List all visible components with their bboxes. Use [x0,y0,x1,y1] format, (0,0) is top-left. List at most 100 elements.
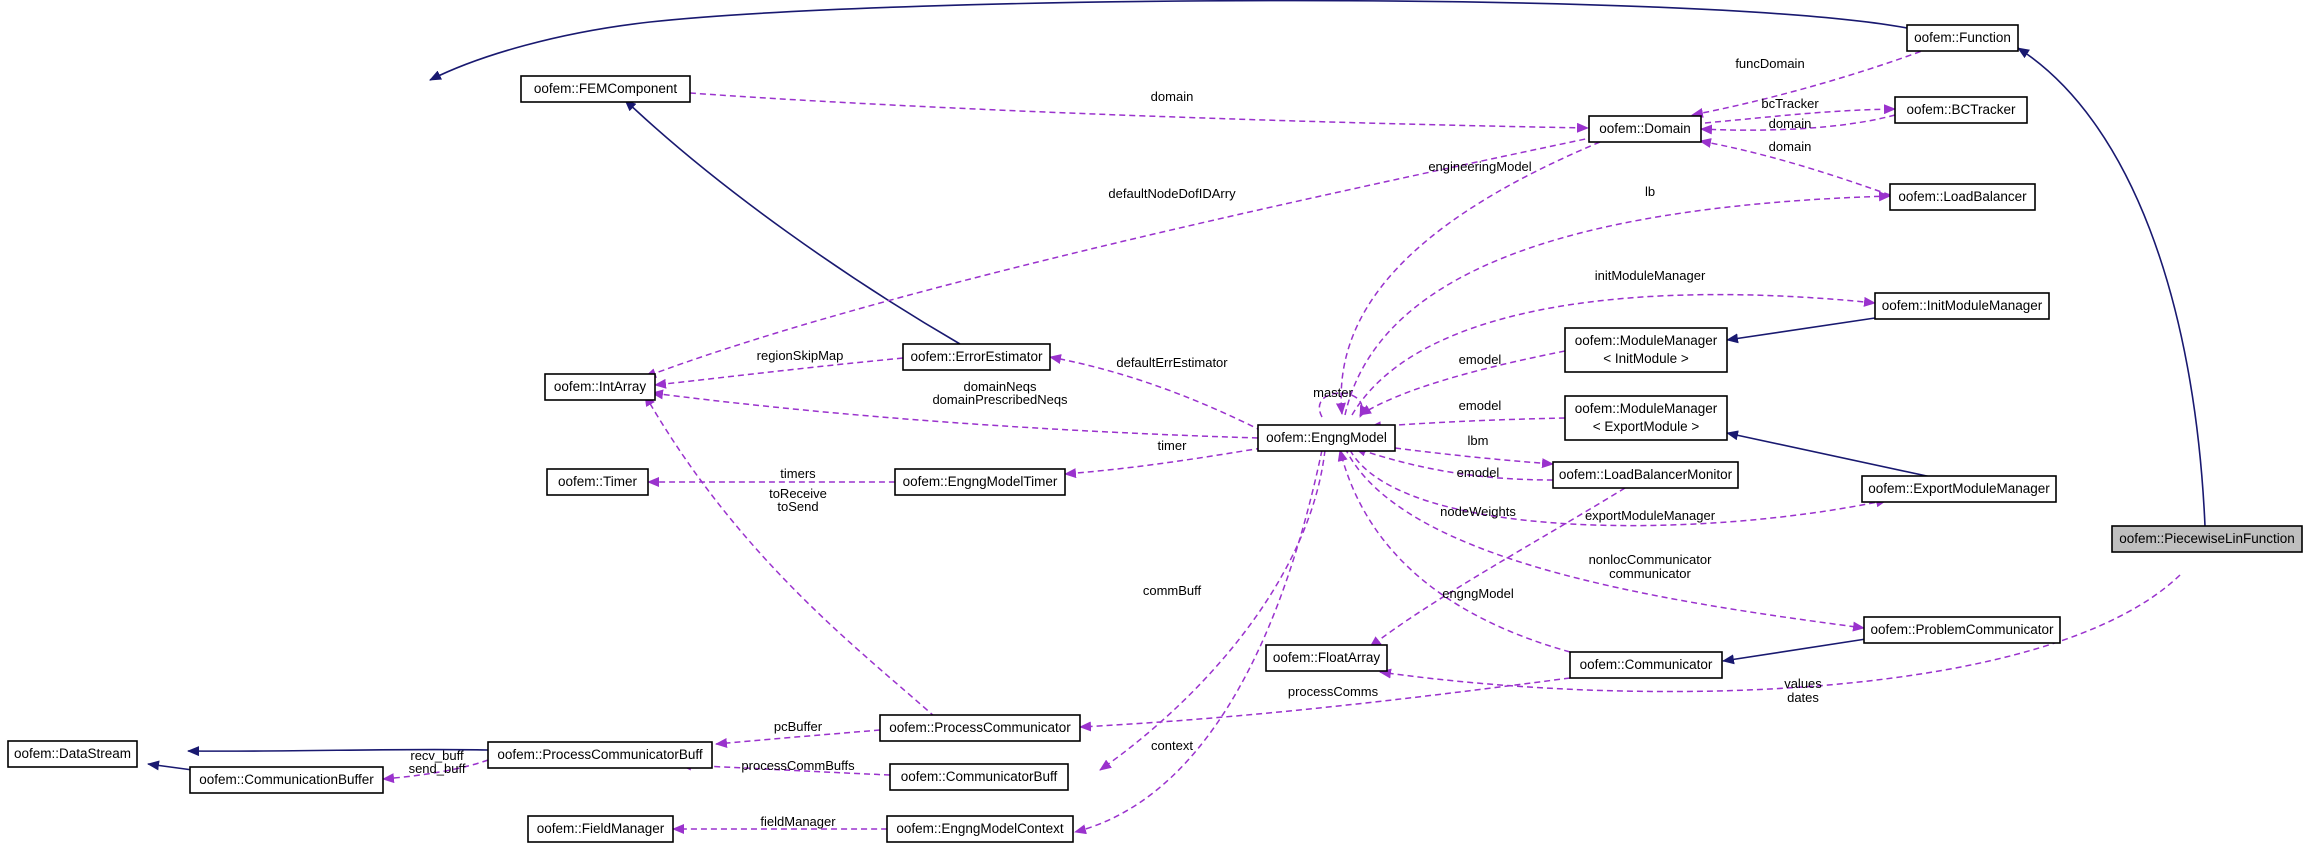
node-engngmodelcontext[interactable]: oofem::EngngModelContext [886,815,1074,843]
node-modulemanager-exportmodule[interactable]: oofem::ModuleManager < ExportModule > [1564,395,1728,441]
node-intarray[interactable]: oofem::IntArray [544,373,656,401]
label-engineeringmodel: engineeringModel [1428,159,1531,174]
label-values: values [1784,676,1822,691]
node-errorestimator-label: oofem::ErrorEstimator [910,349,1043,364]
node-engngmodeltimer[interactable]: oofem::EngngModelTimer [894,468,1066,496]
edge-engngmodel [1337,449,1571,653]
node-processcommunicatorbuff-label: oofem::ProcessCommunicatorBuff [497,747,703,762]
edge-bctracker [1704,104,1896,124]
label-processcommbuffs: processCommBuffs [741,758,855,773]
label-processcomms: processComms [1288,684,1379,699]
edge-initmodulemanager-to-modulemanager [1726,317,1876,344]
edge-defaulterrestimator [1049,354,1263,432]
node-problemcommunicator[interactable]: oofem::ProblemCommunicator [1863,616,2061,644]
label-defaultnodedofidarry: defaultNodeDofIDArry [1108,186,1236,201]
node-communicator[interactable]: oofem::Communicator [1569,651,1723,679]
node-processcommunicator[interactable]: oofem::ProcessCommunicator [879,714,1081,742]
edge-labels: funcDomain domain bcTracker domain domai… [409,56,1823,829]
node-communicatorbuff-label: oofem::CommunicatorBuff [901,769,1058,784]
edge-initmodulemanager [1351,293,1876,416]
node-modulemanager-exportmodule-label-1: oofem::ModuleManager [1575,401,1718,416]
label-emodel-lbm: emodel [1457,465,1500,480]
edge-processcommunicatorbuff-to-datastream [187,746,489,757]
node-bctracker[interactable]: oofem::BCTracker [1894,96,2028,124]
node-datastream-label: oofem::DataStream [14,746,131,761]
label-engngmodel: engngModel [1442,586,1514,601]
edge-domain-bct [1700,114,1896,135]
node-domain[interactable]: oofem::Domain [1588,115,1702,143]
node-function[interactable]: oofem::Function [1906,24,2019,52]
node-piecewiselinfunction[interactable]: oofem::PiecewiseLinFunction [2111,525,2303,553]
node-floatarray[interactable]: oofem::FloatArray [1265,644,1388,672]
label-pcbuffer: pcBuffer [774,719,823,734]
label-initmodulemanager: initModuleManager [1595,268,1706,283]
label-domainprescribedneqs: domainPrescribedNeqs [932,392,1068,407]
node-datastream[interactable]: oofem::DataStream [7,740,138,768]
label-defaulterrestimator: defaultErrEstimator [1116,355,1228,370]
node-communicator-label: oofem::Communicator [1580,657,1713,672]
node-loadbalancer[interactable]: oofem::LoadBalancer [1889,183,2036,211]
label-commbuff: commBuff [1143,583,1202,598]
label-bctracker: bcTracker [1761,96,1819,111]
edge-exportmodulemanager-to-modulemanager [1726,430,1951,482]
edge-regionskipmap [654,357,904,389]
edge-defaultnodedofidarry [644,136,1596,378]
edge-processcomms [1079,677,1571,732]
edge-nonloccommunicator [1344,447,1865,632]
edge-domain-lb [1699,138,1891,196]
label-domain-bct: domain [1769,116,1812,131]
edge-emodel-init [1359,350,1566,416]
label-exportmodulemanager: exportModuleManager [1585,508,1716,523]
node-communicatorbuff[interactable]: oofem::CommunicatorBuff [889,763,1069,791]
label-tosend: toSend [777,499,818,514]
label-recv-buff: recv_buff [410,748,464,763]
node-problemcommunicator-label: oofem::ProblemCommunicator [1870,622,2054,637]
edge-timer [1064,447,1263,479]
label-nonloccommunicator: nonlocCommunicator [1589,552,1713,567]
node-exportmodulemanager[interactable]: oofem::ExportModuleManager [1861,475,2057,503]
node-engngmodel[interactable]: oofem::EngngModel [1257,424,1396,452]
edge-lb [1344,191,1891,416]
edge-context [1074,449,1323,835]
edge-recv-send-buff [382,759,489,784]
node-femcomponent-label: oofem::FEMComponent [534,81,678,96]
edge-engineeringmodel [1335,141,1601,415]
node-function-label: oofem::Function [1914,30,2011,45]
edge-lbm [1394,447,1554,469]
node-timer-label: oofem::Timer [558,474,638,489]
edge-pcbuffer [715,729,881,748]
node-modulemanager-initmodule-label-1: oofem::ModuleManager [1575,333,1718,348]
label-send-buff: send_buff [409,761,466,776]
edge-values-dates [1379,574,2181,693]
edge-emodel-lbm [1354,446,1554,481]
node-fieldmanager[interactable]: oofem::FieldManager [527,815,674,843]
node-modulemanager-initmodule[interactable]: oofem::ModuleManager < InitModule > [1564,327,1728,373]
label-emodel-export: emodel [1459,398,1502,413]
edge-domain-fem [689,92,1589,133]
node-initmodulemanager[interactable]: oofem::InitModuleManager [1874,292,2050,320]
node-errorestimator[interactable]: oofem::ErrorEstimator [902,343,1051,371]
edge-domainneqs [651,389,1259,439]
node-loadbalancermonitor[interactable]: oofem::LoadBalancerMonitor [1552,461,1739,489]
edge-toreceive-tosend [644,394,936,718]
node-piecewiselinfunction-label: oofem::PiecewiseLinFunction [2119,531,2295,546]
label-dates: dates [1787,690,1819,705]
node-femcomponent[interactable]: oofem::FEMComponent [520,75,691,103]
node-loadbalancermonitor-label: oofem::LoadBalancerMonitor [1559,467,1733,482]
label-communicator: communicator [1609,566,1691,581]
usage-edges [382,47,2181,835]
label-timers: timers [780,466,816,481]
edge-emodel-export [1369,417,1566,432]
label-master: master [1313,385,1353,400]
label-domainneqs: domainNeqs [964,379,1037,394]
node-processcommunicatorbuff[interactable]: oofem::ProcessCommunicatorBuff [487,741,713,769]
label-nodeweights: nodeWeights [1440,504,1516,519]
edge-funcdomain [1691,47,1931,118]
node-communicationbuffer[interactable]: oofem::CommunicationBuffer [189,766,384,794]
edge-function-to-femcomponent [429,0,1908,81]
label-domain-lb: domain [1769,139,1812,154]
edge-problemcommunicator-to-communicator [1722,638,1867,665]
node-modulemanager-initmodule-label-2: < InitModule > [1603,351,1689,366]
node-timer[interactable]: oofem::Timer [546,468,649,496]
node-loadbalancer-label: oofem::LoadBalancer [1898,189,2027,204]
